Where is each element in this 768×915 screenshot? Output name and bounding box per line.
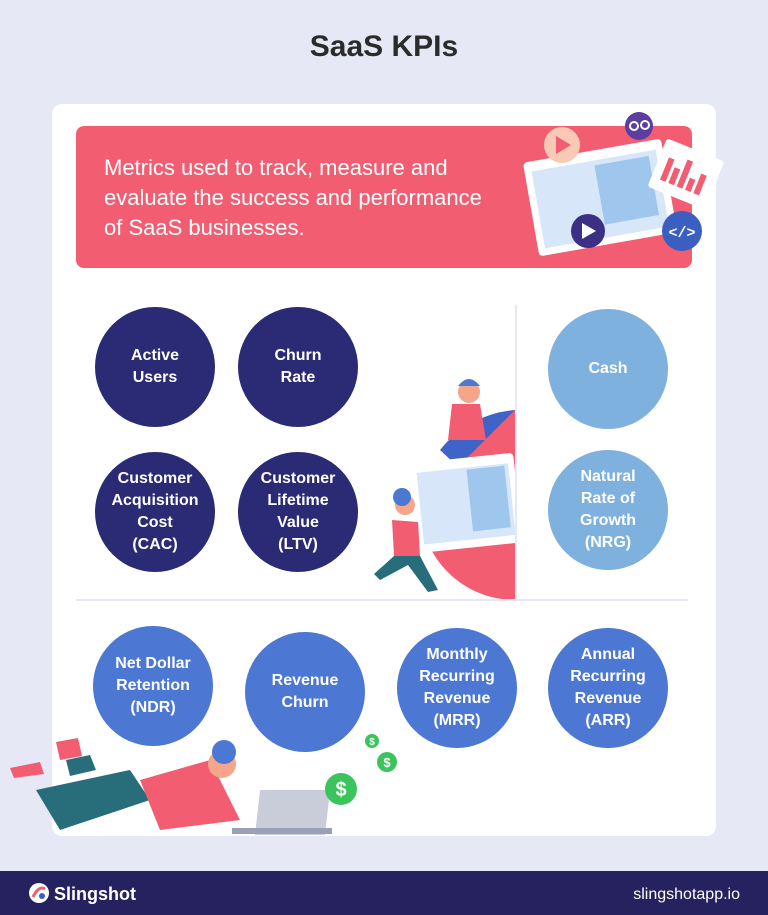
chart-window-illustration <box>648 139 724 209</box>
dollar-icon: $ <box>377 752 397 772</box>
dollar-icon: $ <box>325 773 357 805</box>
kpi-revenue-churn: Revenue Churn <box>245 632 365 752</box>
slingshot-logo-icon <box>29 883 49 903</box>
footer-bar <box>0 871 768 915</box>
kpi-ndr: Net Dollar Retention (NDR) <box>93 626 213 746</box>
svg-text:$: $ <box>335 779 346 801</box>
kpi-nrg: Natural Rate of Growth (NRG) <box>548 450 668 570</box>
footer-brand[interactable]: Slingshot <box>54 884 136 904</box>
kpi-mrr: Monthly Recurring Revenue (MRR) <box>397 628 517 748</box>
kpi-active-users: Active Users <box>95 307 215 427</box>
gear-icon <box>625 112 653 140</box>
footer-site-link[interactable]: slingshotapp.io <box>633 886 740 903</box>
dollar-icon: $ <box>365 734 379 748</box>
code-icon: </> <box>662 211 702 251</box>
kpi-arr: Annual Recurring Revenue (ARR) <box>548 628 668 748</box>
kpi-cac: Customer Acquisition Cost (CAC) <box>95 452 215 572</box>
kpi-ltv: Customer Lifetime Value (LTV) <box>238 452 358 572</box>
vertical-divider <box>515 305 517 600</box>
play-icon <box>571 214 605 248</box>
browser-window-illustration <box>523 139 677 256</box>
horizontal-divider <box>76 599 688 601</box>
kpi-cash: Cash <box>548 309 668 429</box>
banner-text: Metrics used to track, measure and evalu… <box>104 155 482 240</box>
kpi-churn-rate: Churn Rate <box>238 307 358 427</box>
svg-text:</>: </> <box>668 225 695 242</box>
svg-text:$: $ <box>369 737 375 748</box>
page-title: SaaS KPIs <box>309 30 459 63</box>
people-illustration <box>374 379 523 600</box>
play-icon <box>544 127 580 163</box>
person-laptop-illustration <box>10 738 332 835</box>
svg-text:$: $ <box>383 755 391 770</box>
